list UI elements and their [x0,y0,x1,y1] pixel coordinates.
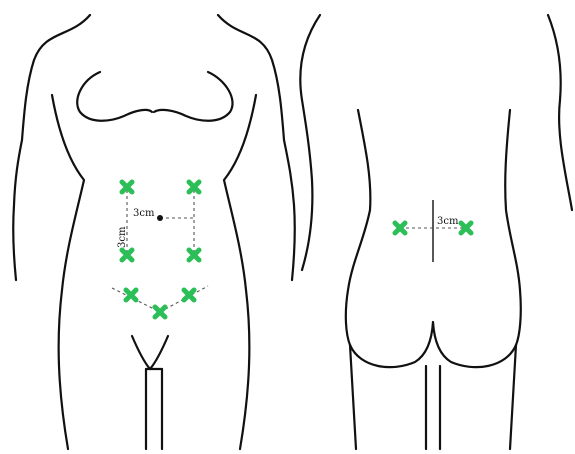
back-left-torso [346,110,371,345]
front-marker-lower-right [184,290,194,300]
back-body-outline [300,15,572,449]
back-horizontal-label: 3cm [437,216,459,227]
front-groin [132,336,168,369]
umbilicus-dot [157,215,163,221]
front-left-breast [77,72,152,121]
back-right-leg [510,345,516,449]
front-marker-mid-right [189,250,199,260]
back-marker-right [461,223,471,233]
front-marker-mid-left [122,250,132,260]
front-left-torso [52,95,84,449]
back-leg-gap [426,366,440,449]
front-body-outline [13,15,295,449]
front-vertical-label: 3cm [117,226,128,248]
back-left-shoulder-arm [300,15,320,270]
front-right-torso [224,95,256,449]
front-horizontal-label: 3cm [133,208,155,219]
back-marker-left [395,223,405,233]
front-marker-lower-center [155,307,165,317]
front-right-shoulder-arm [218,15,295,280]
front-marker-upper-right [189,182,199,192]
back-right-shoulder-arm [548,15,572,210]
front-left-shoulder-arm [13,15,90,280]
back-left-leg [350,345,356,449]
front-right-breast [154,72,233,121]
front-marker-lower-left [126,290,136,300]
front-marker-upper-left [122,182,132,192]
back-buttocks [350,322,516,367]
back-right-torso [505,110,521,345]
